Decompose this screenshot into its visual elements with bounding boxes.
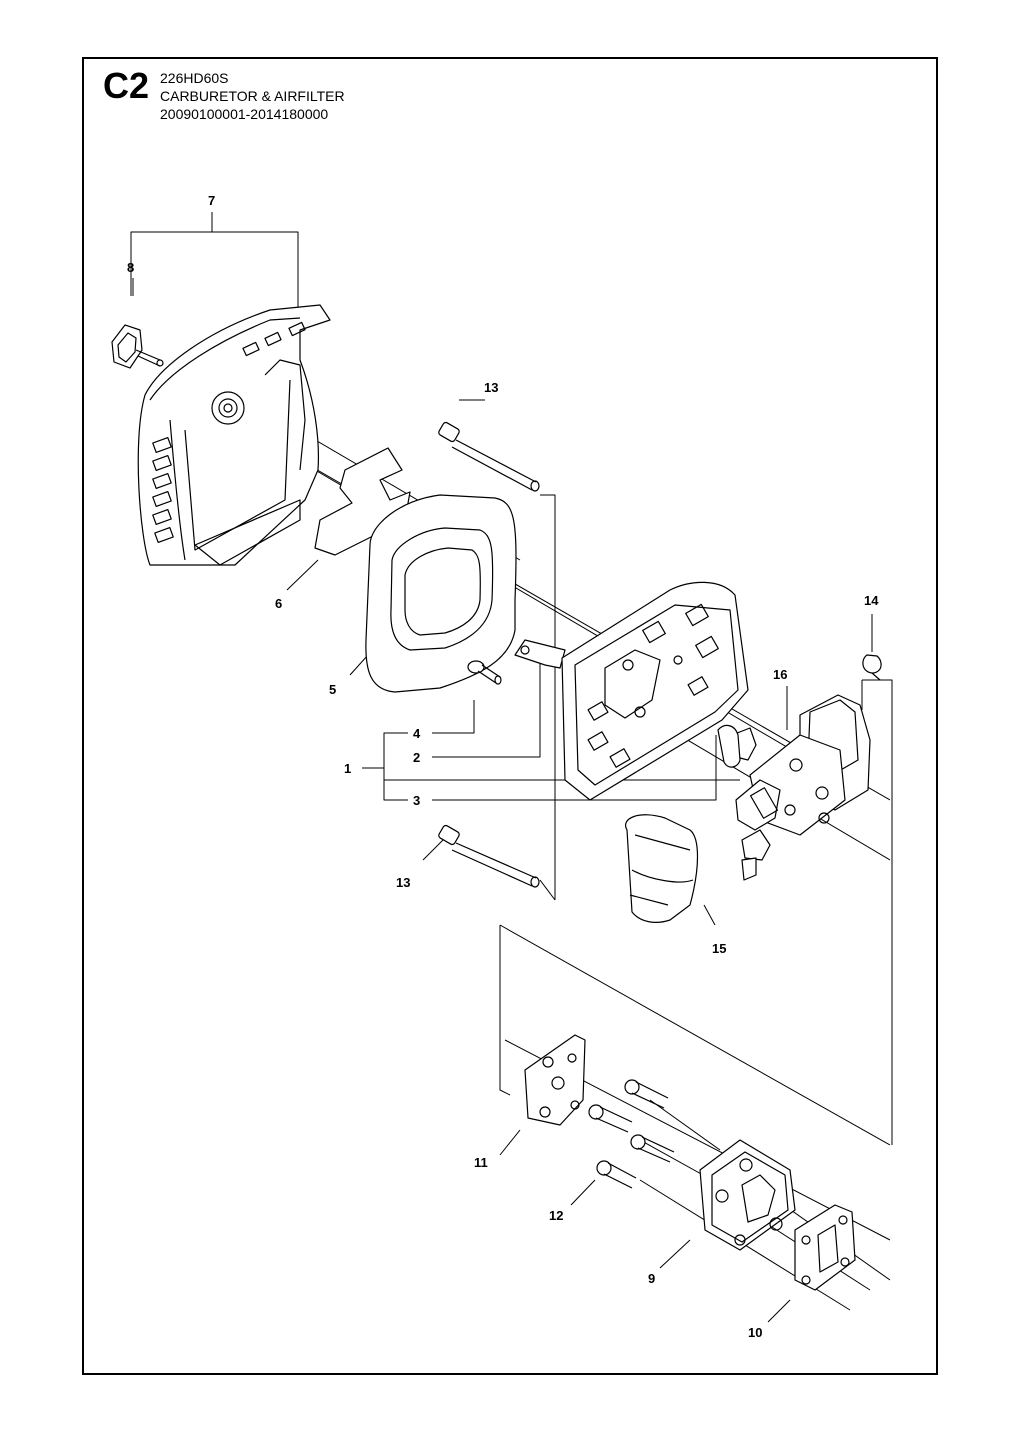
callout-16: 16	[773, 667, 787, 682]
callout-3: 3	[413, 793, 420, 808]
callout-11: 11	[474, 1155, 488, 1170]
part-15-carb-cover	[625, 814, 699, 923]
callout-6: 6	[275, 596, 282, 611]
part-4-screw	[467, 660, 502, 685]
part-12-screws	[588, 1079, 675, 1189]
callout-10: 10	[748, 1325, 762, 1340]
part-16-carburetor	[735, 694, 871, 881]
callout-1: 1	[344, 761, 351, 776]
model-number: 226HD60S	[160, 70, 229, 86]
callout-5: 5	[329, 682, 336, 697]
part-2-bracket	[514, 639, 566, 669]
callout-15: 15	[712, 941, 726, 956]
part-1-filter-holder	[561, 581, 749, 801]
part-10-gasket	[794, 1204, 856, 1291]
part-13-long-bolt-lower	[438, 824, 540, 888]
callout-14: 14	[864, 593, 879, 608]
callout-13-upper: 13	[484, 380, 498, 395]
part-7-air-filter-cover	[137, 304, 331, 566]
callout-12: 12	[549, 1208, 563, 1223]
part-14-clip	[862, 654, 882, 681]
part-8-knob	[111, 324, 164, 369]
diagram-frame	[82, 57, 938, 1375]
callout-4: 4	[413, 726, 421, 741]
diagram-title: CARBURETOR & AIRFILTER	[160, 88, 345, 104]
callout-7: 7	[208, 193, 215, 208]
callout-13-lower: 13	[396, 875, 410, 890]
callout-labels: 7 8 13 6 5 4 2 1 3 13 14 16 15 11 12 9 1…	[127, 193, 879, 1340]
part-5-filter-element	[365, 494, 517, 693]
callout-2: 2	[413, 750, 420, 765]
part-11-gasket	[524, 1034, 586, 1126]
callout-8: 8	[127, 260, 134, 275]
serial-range: 20090100001-2014180000	[160, 106, 329, 122]
part-13-long-bolt-upper	[438, 421, 540, 492]
part-9-intake-adapter	[699, 1139, 796, 1251]
part-3-choke-lever	[717, 724, 757, 768]
callout-9: 9	[648, 1271, 655, 1286]
section-code: C2	[103, 65, 150, 106]
